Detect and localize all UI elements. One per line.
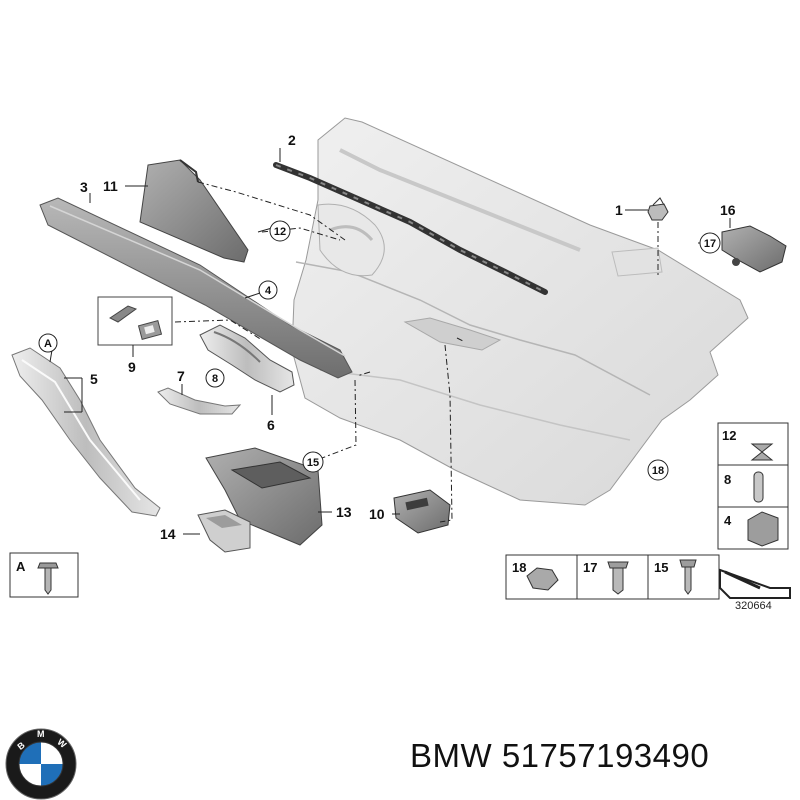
legend-box-A: A [9,552,79,598]
legend-row: 18 17 15 [505,554,791,600]
part-number: 51757193490 [501,737,710,774]
seal-strip [273,162,548,295]
callout-circle-17 [699,232,721,254]
callout-10: 10 [369,506,385,522]
cup-tray [197,509,251,553]
callout-18: 18 [652,465,664,477]
legend-label-4: 4 [724,513,732,528]
handle-trim [157,387,242,415]
legend-label-12: 12 [722,428,736,443]
clip [647,197,669,221]
callout-4: 4 [265,285,272,297]
window-switch-unit [393,489,451,534]
callout-5: 5 [90,371,98,387]
dashed-assembly-lines [174,181,659,523]
legend-label-8: 8 [724,472,731,487]
sensor-module [721,225,787,273]
callout-6: 6 [267,417,275,433]
legend-column: 12 8 4 [717,422,789,550]
callout-A: A [44,338,52,350]
callout-circle-A [38,333,58,353]
bmw-logo: B M W [5,728,77,800]
part-caption: BMW 51757193490 [410,737,709,775]
svg-text:B: B [15,740,27,752]
callout-17: 17 [704,238,716,250]
door-trim-panel [291,117,749,506]
callout-circle-15 [302,451,324,473]
inner-door-handle [199,324,295,393]
callout-3: 3 [80,179,88,195]
reference-number: 320664 [735,600,772,612]
callout-2: 2 [288,132,296,148]
upper-trim-strip [39,197,353,379]
leader-lines [49,148,731,535]
brand-name: BMW [410,737,493,774]
storage-compartment [205,447,323,546]
callout-circle-8 [205,368,225,388]
callout-circle-4 [258,280,278,300]
callout-1: 1 [615,202,623,218]
legend-label-18: 18 [512,560,526,575]
callout-circle-18 [647,459,669,481]
callout-12: 12 [274,226,286,238]
legend-label-A: A [16,559,26,574]
callout-circle-12 [269,220,291,242]
callout-13: 13 [336,504,352,520]
svg-text:M: M [37,729,45,739]
bracket-kit [97,296,173,346]
grab-handle [11,347,161,517]
callout-14: 14 [160,526,176,542]
legend-label-17: 17 [583,560,597,575]
callout-11: 11 [103,178,118,194]
callout-15: 15 [307,457,319,469]
callout-9: 9 [128,359,136,375]
triangle-cover [139,159,249,263]
callout-8: 8 [212,373,218,385]
callout-16: 16 [720,202,736,218]
legend-label-15: 15 [654,560,668,575]
callout-7: 7 [177,368,185,384]
